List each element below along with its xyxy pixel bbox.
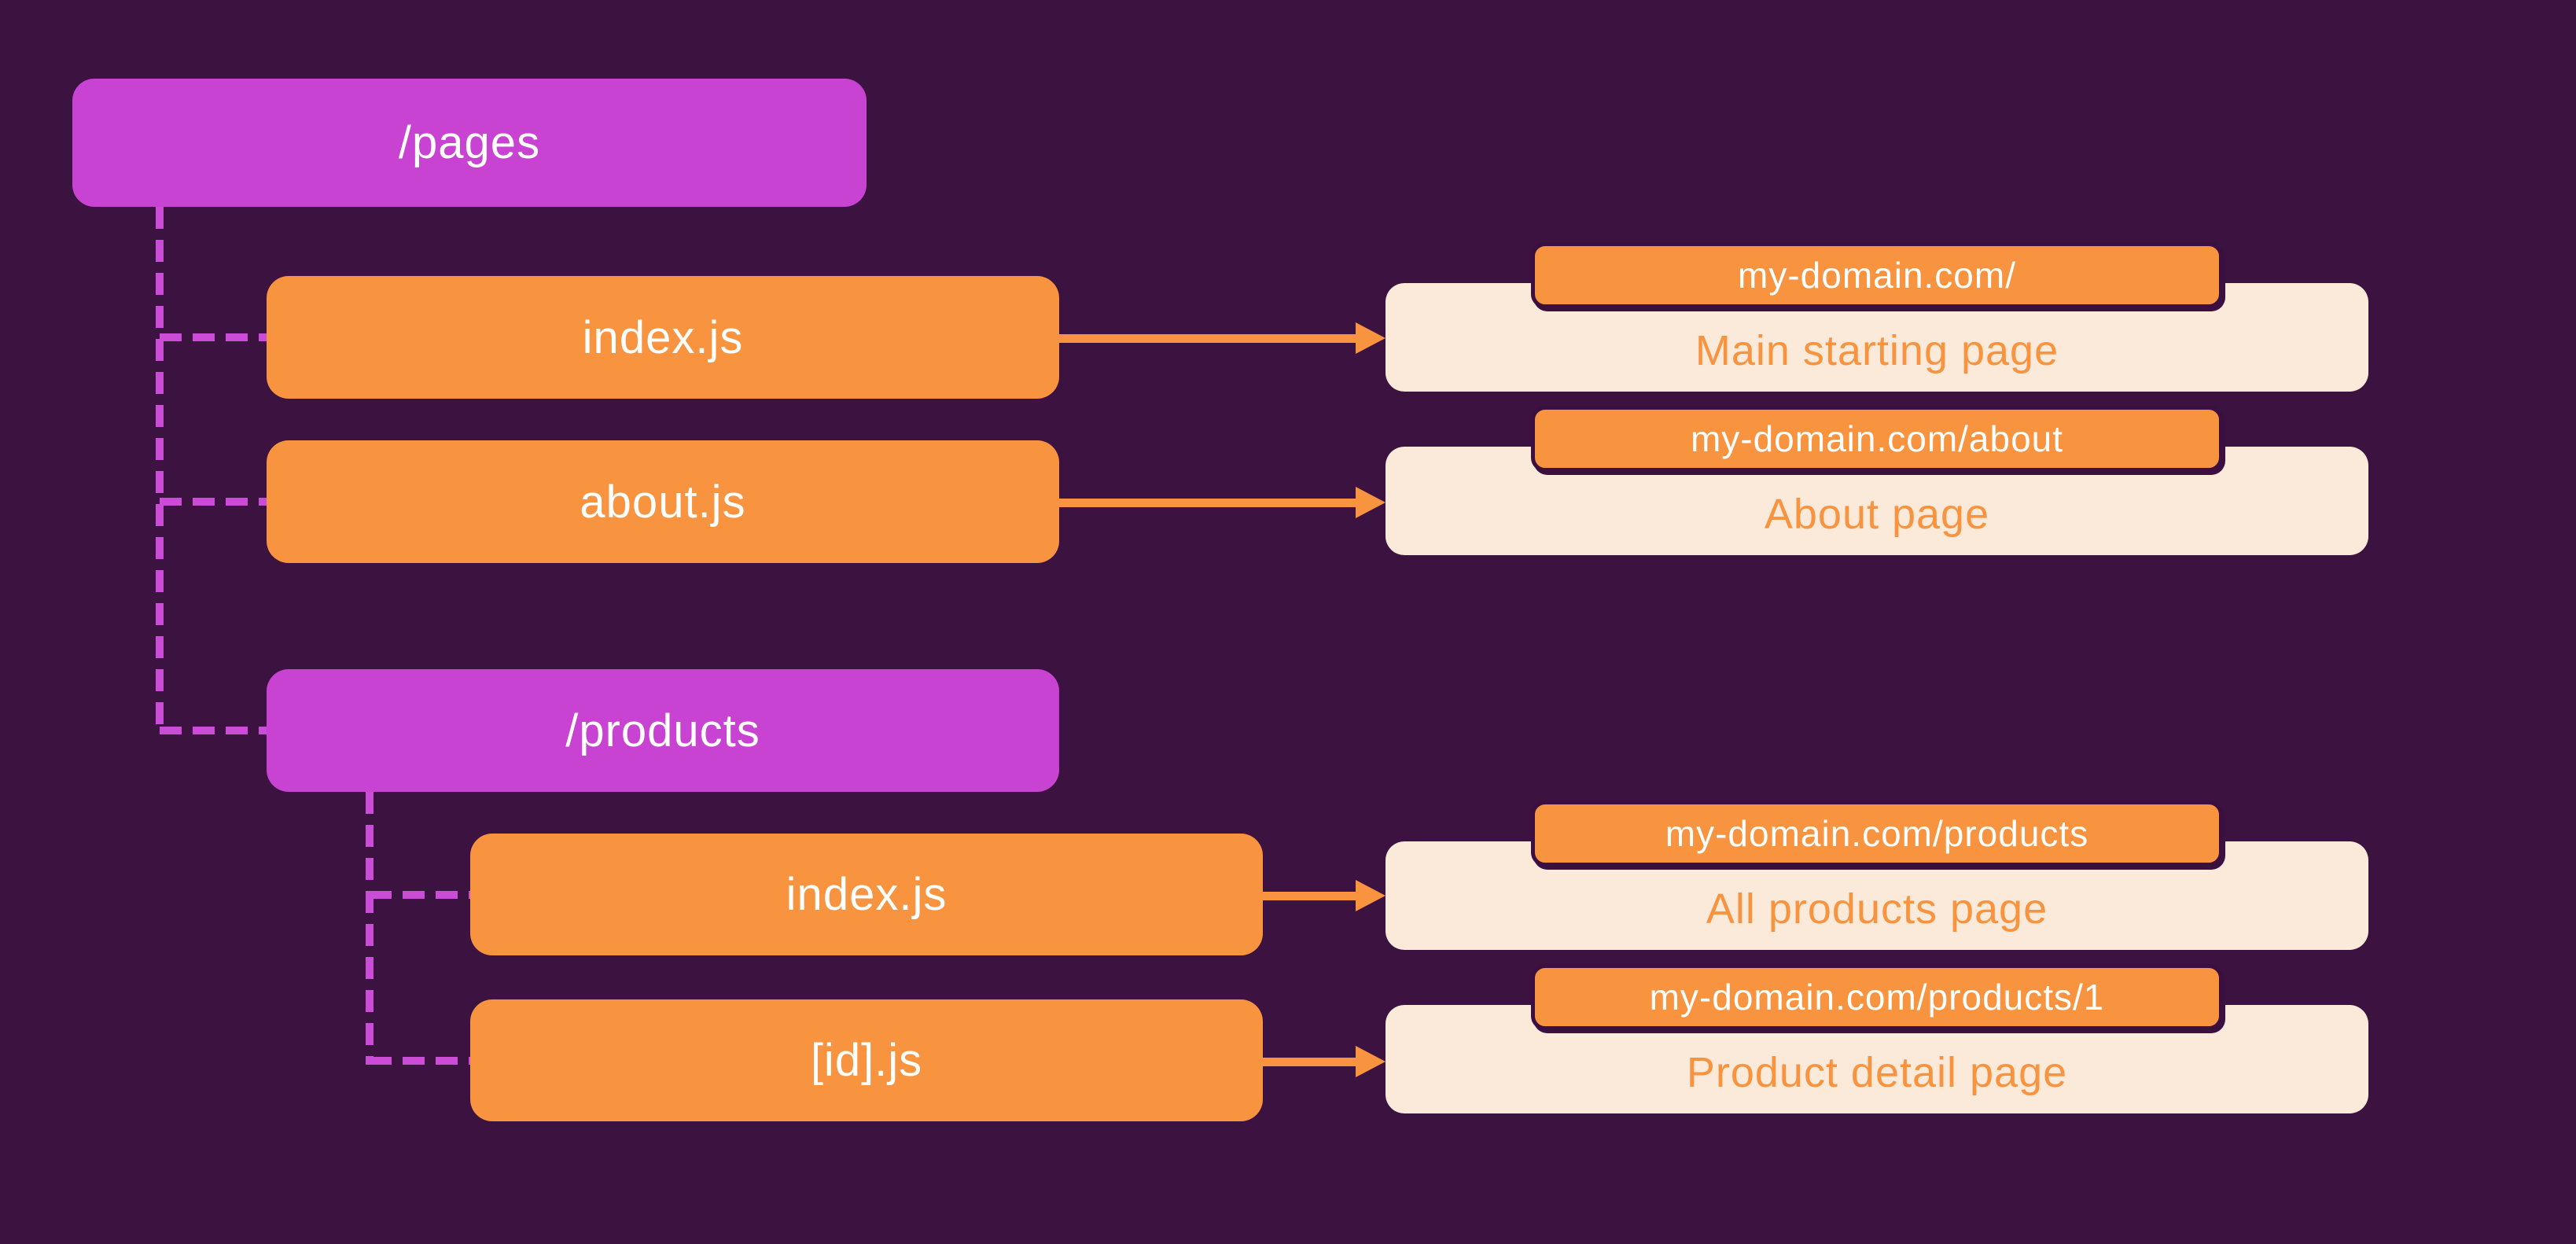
url-badge-home-text: my-domain.com/ [1738,255,2016,296]
arrow-head-icon [1356,1046,1386,1077]
tree-connector-to-about [160,498,267,506]
tree-connector-pages-vertical [156,207,164,734]
file-node-index-root: index.js [267,276,1059,399]
folder-node-products: /products [267,669,1059,792]
arrow-head-icon [1356,487,1386,518]
tree-connector-to-index1 [160,333,267,341]
route-card-about: my-domain.com/about About page [1386,406,2368,555]
arrow-right-icon [1059,322,1386,354]
arrow-right-icon [1059,487,1386,518]
route-description-products: All products page [1706,885,2048,933]
arrow-shaft [1263,1058,1360,1066]
file-node-index-products-label: index.js [786,869,948,920]
tree-connector-to-products-index [370,891,470,899]
url-badge-product-detail: my-domain.com/products/1 [1531,964,2223,1030]
arrow-head-icon [1356,322,1386,354]
url-badge-products: my-domain.com/products [1531,801,2223,867]
url-badge-products-text: my-domain.com/products [1665,813,2089,854]
url-badge-product-detail-text: my-domain.com/products/1 [1649,977,2105,1018]
route-card-products: my-domain.com/products All products page [1386,801,2368,950]
folder-node-pages-label: /pages [398,117,541,168]
arrow-right-icon [1263,880,1386,911]
tree-connector-to-products [160,727,267,734]
file-node-about: about.js [267,440,1059,563]
route-card-product-detail: my-domain.com/products/1 Product detail … [1386,964,2368,1113]
tree-connector-to-products-id [370,1057,470,1065]
file-node-index-products: index.js [470,834,1263,955]
file-node-index-root-label: index.js [582,311,744,363]
file-node-about-label: about.js [580,476,746,528]
arrow-head-icon [1356,880,1386,911]
arrow-shaft [1059,499,1360,507]
arrow-shaft [1059,334,1360,343]
route-description-about: About page [1764,491,1990,538]
arrow-shaft [1263,892,1360,900]
folder-node-pages: /pages [72,79,867,207]
url-badge-about-text: my-domain.com/about [1690,418,2064,459]
folder-node-products-label: /products [565,705,760,756]
route-card-home: my-domain.com/ Main starting page [1386,242,2368,392]
tree-connector-products-vertical [366,792,374,1065]
arrow-right-icon [1263,1046,1386,1077]
url-badge-home: my-domain.com/ [1531,242,2223,308]
route-description-home: Main starting page [1695,327,2059,374]
file-node-id-label: [id].js [810,1035,923,1086]
url-badge-about: my-domain.com/about [1531,406,2223,472]
file-node-id: [id].js [470,999,1263,1121]
route-description-product-detail: Product detail page [1686,1049,2068,1096]
